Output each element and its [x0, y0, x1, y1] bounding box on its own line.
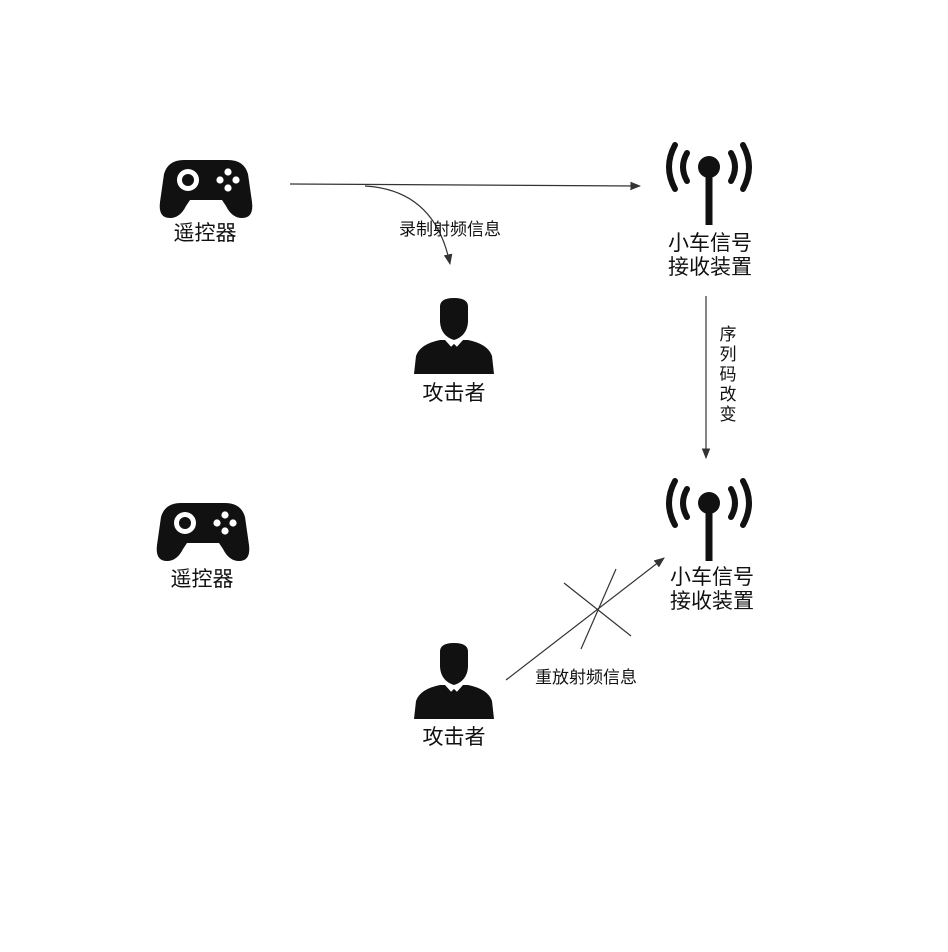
businessman-silhouette-icon-bottom: [414, 643, 494, 719]
antenna-signal-icon-top: [669, 145, 749, 225]
signal-arrow-top: [289, 181, 642, 191]
antenna-signal-icon-bottom: [669, 481, 749, 561]
sequence-change-label: 序列码改变: [719, 325, 737, 425]
controller-label-bottom: 遥控器: [170, 567, 234, 591]
record-arrow: [364, 185, 453, 266]
replay-label: 重放射频信息: [535, 668, 637, 688]
attacker-label-top: 攻击者: [422, 381, 486, 405]
receiver-label-bottom-line1: 小车信号: [670, 565, 754, 589]
record-label: 录制射频信息: [399, 220, 501, 240]
controller-label-top: 遥控器: [173, 221, 237, 245]
receiver-label-bottom-line2: 接收装置: [670, 589, 754, 613]
replay-arrow: [505, 557, 665, 681]
receiver-label-top-line2: 接收装置: [668, 255, 752, 279]
receiver-label-top-line1: 小车信号: [668, 231, 752, 255]
businessman-silhouette-icon-top: [414, 298, 494, 374]
cross-mark-icon: [563, 568, 632, 650]
gamepad-icon-bottom: [156, 503, 250, 561]
attacker-label-bottom: 攻击者: [422, 725, 486, 749]
gamepad-icon-top: [159, 160, 253, 218]
